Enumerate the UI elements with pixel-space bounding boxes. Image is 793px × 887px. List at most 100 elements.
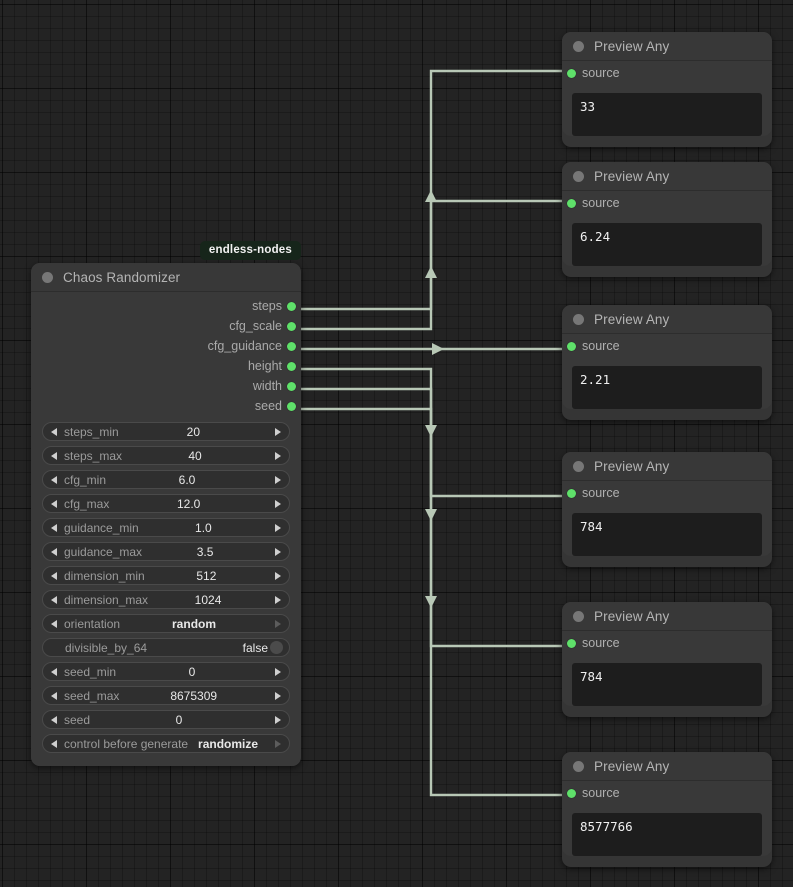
- output-slot-height[interactable]: height: [31, 356, 301, 376]
- widget-divisible_by_64[interactable]: divisible_by_64 false: [42, 638, 290, 657]
- input-slot-source[interactable]: source: [562, 334, 772, 358]
- widget-dimension_max[interactable]: dimension_max 1024: [42, 590, 290, 609]
- widget-value[interactable]: 8675309: [170, 688, 218, 703]
- node-title-bar[interactable]: Preview Any: [562, 32, 772, 61]
- widget-control-before-generate[interactable]: control before generate randomize: [42, 734, 290, 753]
- widget-value[interactable]: 512: [196, 568, 217, 583]
- arrow-left-icon[interactable]: [51, 667, 57, 676]
- input-port-icon[interactable]: [567, 68, 576, 78]
- widget-value[interactable]: 0: [175, 712, 183, 727]
- arrow-right-icon[interactable]: [274, 739, 281, 748]
- widget-value[interactable]: 1.0: [195, 520, 212, 535]
- widget-seed[interactable]: seed 0: [42, 710, 290, 729]
- node-title-bar[interactable]: Chaos Randomizer: [31, 263, 301, 292]
- widget-value[interactable]: 0: [188, 664, 196, 679]
- preview-text-output[interactable]: 2.21: [572, 366, 762, 409]
- circle-icon[interactable]: [573, 313, 584, 325]
- arrow-left-icon[interactable]: [51, 691, 57, 700]
- output-port-icon[interactable]: [287, 321, 296, 331]
- input-port-icon[interactable]: [567, 788, 576, 798]
- arrow-right-icon[interactable]: [275, 547, 281, 556]
- input-slot-source[interactable]: source: [562, 481, 772, 505]
- preview-text-output[interactable]: 784: [572, 663, 762, 706]
- node-preview-any-2[interactable]: Preview Any source 6.24: [562, 162, 772, 277]
- node-preview-any-1[interactable]: Preview Any source 33: [562, 32, 772, 147]
- output-slot-seed[interactable]: seed: [31, 396, 301, 416]
- arrow-left-icon[interactable]: [51, 499, 57, 508]
- arrow-left-icon[interactable]: [51, 739, 57, 748]
- widget-value[interactable]: 20: [186, 424, 201, 439]
- widget-steps_max[interactable]: steps_max 40: [42, 446, 290, 465]
- input-port-icon[interactable]: [567, 488, 576, 498]
- widget-steps_min[interactable]: steps_min 20: [42, 422, 290, 441]
- circle-icon[interactable]: [573, 170, 584, 182]
- widget-orientation[interactable]: orientation random: [42, 614, 290, 633]
- circle-icon[interactable]: [573, 760, 584, 772]
- arrow-left-icon[interactable]: [51, 427, 57, 436]
- widget-dimension_min[interactable]: dimension_min 512: [42, 566, 290, 585]
- widget-guidance_min[interactable]: guidance_min 1.0: [42, 518, 290, 537]
- output-port-icon[interactable]: [287, 401, 296, 411]
- output-slot-steps[interactable]: steps: [31, 296, 301, 316]
- output-slot-width[interactable]: width: [31, 376, 301, 396]
- node-title-bar[interactable]: Preview Any: [562, 305, 772, 334]
- arrow-left-icon[interactable]: [51, 619, 57, 628]
- circle-icon[interactable]: [573, 460, 584, 472]
- arrow-left-icon[interactable]: [51, 571, 57, 580]
- widget-value[interactable]: 40: [188, 448, 202, 463]
- node-preview-any-6[interactable]: Preview Any source 8577766: [562, 752, 772, 867]
- arrow-right-icon[interactable]: [275, 475, 281, 484]
- input-slot-source[interactable]: source: [562, 631, 772, 655]
- preview-text-output[interactable]: 784: [572, 513, 762, 556]
- circle-icon[interactable]: [42, 271, 53, 283]
- input-slot-source[interactable]: source: [562, 191, 772, 215]
- arrow-left-icon[interactable]: [51, 451, 57, 460]
- toggle-knob-icon[interactable]: [270, 641, 283, 654]
- node-preview-any-4[interactable]: Preview Any source 784: [562, 452, 772, 567]
- output-port-icon[interactable]: [287, 341, 296, 351]
- arrow-right-icon[interactable]: [275, 427, 281, 436]
- widget-seed_max[interactable]: seed_max 8675309: [42, 686, 290, 705]
- widget-cfg_max[interactable]: cfg_max 12.0: [42, 494, 290, 513]
- circle-icon[interactable]: [573, 40, 584, 52]
- output-slot-cfg_scale[interactable]: cfg_scale: [31, 316, 301, 336]
- widget-value[interactable]: 1024: [194, 592, 222, 607]
- arrow-left-icon[interactable]: [51, 475, 57, 484]
- arrow-right-icon[interactable]: [274, 451, 281, 460]
- preview-text-output[interactable]: 6.24: [572, 223, 762, 266]
- arrow-right-icon[interactable]: [275, 715, 281, 724]
- preview-text-output[interactable]: 8577766: [572, 813, 762, 856]
- node-chaos-randomizer[interactable]: endless-nodes Chaos Randomizer steps cfg…: [31, 241, 301, 766]
- input-port-icon[interactable]: [567, 198, 576, 208]
- input-slot-source[interactable]: source: [562, 61, 772, 85]
- input-slot-source[interactable]: source: [562, 781, 772, 805]
- node-preview-any-5[interactable]: Preview Any source 784: [562, 602, 772, 717]
- arrow-right-icon[interactable]: [275, 595, 281, 604]
- arrow-right-icon[interactable]: [275, 667, 281, 676]
- arrow-left-icon[interactable]: [51, 523, 57, 532]
- widget-value[interactable]: 6.0: [178, 472, 196, 487]
- input-port-icon[interactable]: [567, 638, 576, 648]
- node-title-bar[interactable]: Preview Any: [562, 602, 772, 631]
- arrow-right-icon[interactable]: [275, 691, 281, 700]
- widget-guidance_max[interactable]: guidance_max 3.5: [42, 542, 290, 561]
- widget-cfg_min[interactable]: cfg_min 6.0: [42, 470, 290, 489]
- output-port-icon[interactable]: [287, 301, 296, 311]
- output-port-icon[interactable]: [287, 361, 296, 371]
- arrow-right-icon[interactable]: [275, 499, 281, 508]
- node-preview-any-3[interactable]: Preview Any source 2.21: [562, 305, 772, 420]
- widget-value[interactable]: 12.0: [177, 496, 201, 511]
- node-title-bar[interactable]: Preview Any: [562, 452, 772, 481]
- arrow-right-icon[interactable]: [275, 571, 281, 580]
- widget-seed_min[interactable]: seed_min 0: [42, 662, 290, 681]
- output-port-icon[interactable]: [287, 381, 296, 391]
- node-title-bar[interactable]: Preview Any: [562, 752, 772, 781]
- input-port-icon[interactable]: [567, 341, 576, 351]
- arrow-left-icon[interactable]: [51, 715, 57, 724]
- circle-icon[interactable]: [573, 610, 584, 622]
- widget-value[interactable]: 3.5: [196, 544, 214, 559]
- output-slot-cfg_guidance[interactable]: cfg_guidance: [31, 336, 301, 356]
- node-title-bar[interactable]: Preview Any: [562, 162, 772, 191]
- arrow-right-icon[interactable]: [275, 523, 281, 532]
